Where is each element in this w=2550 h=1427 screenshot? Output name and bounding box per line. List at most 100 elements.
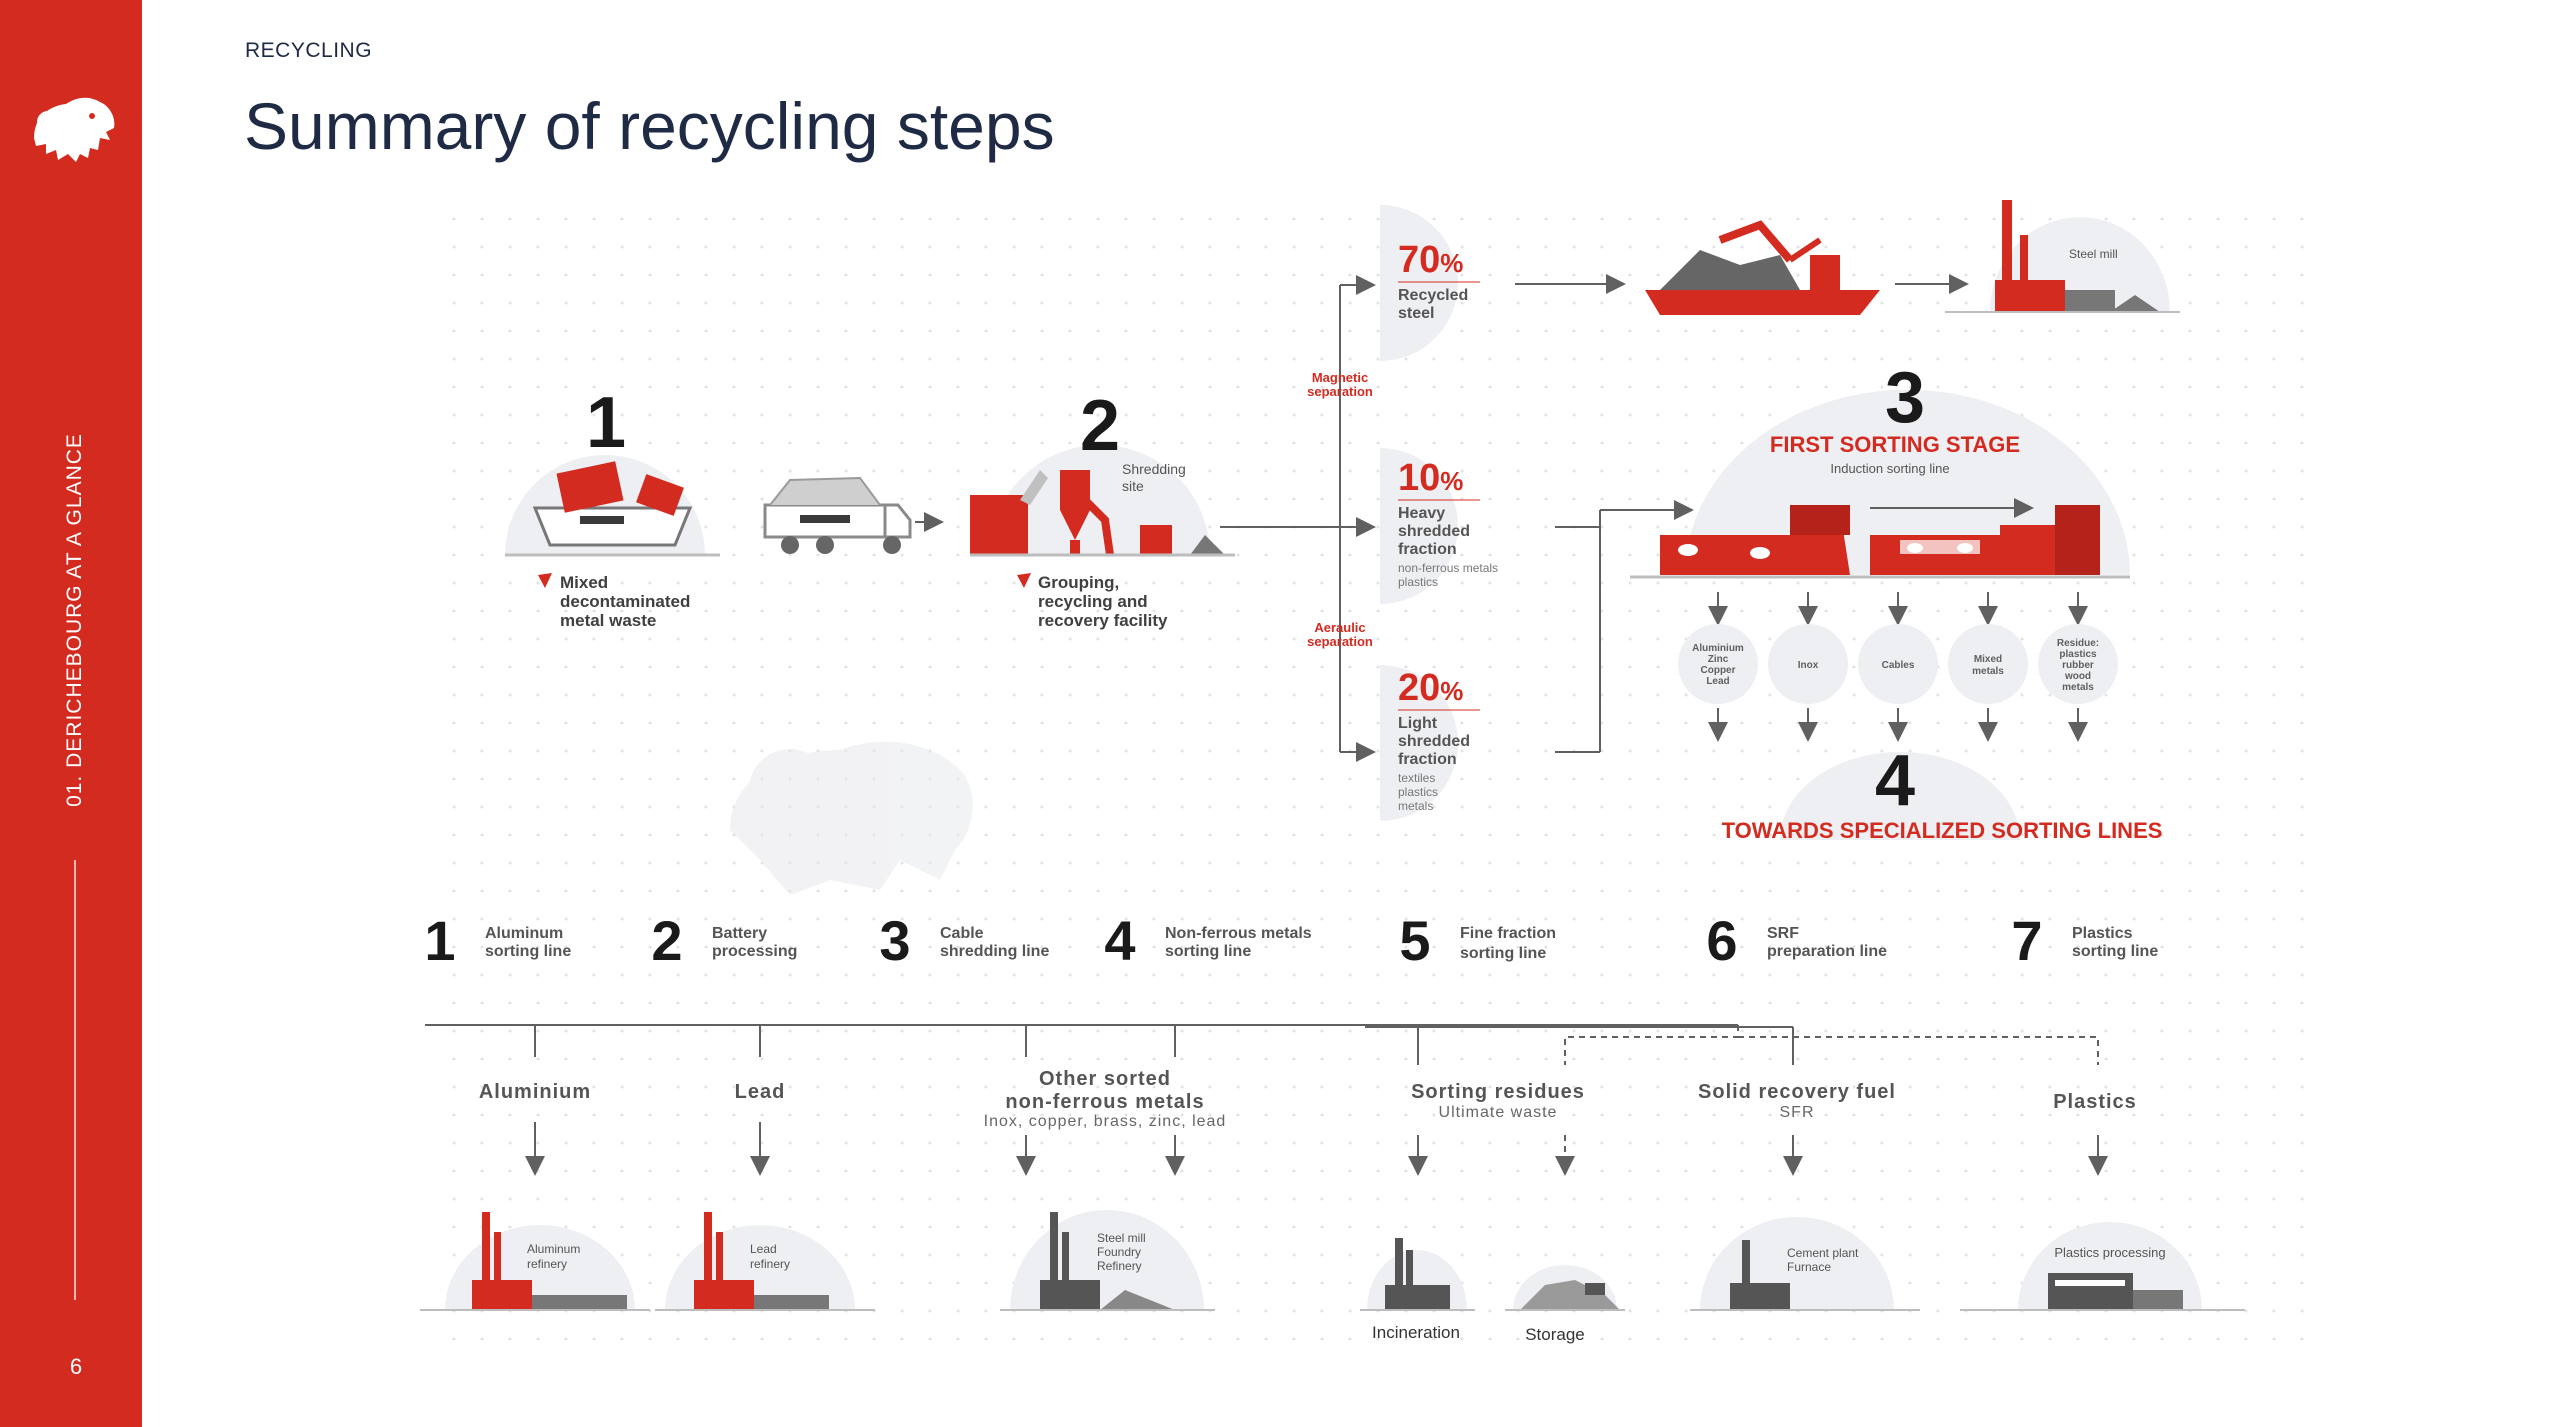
magnetic-label-line1: Magnetic [1312, 370, 1368, 385]
step2-label-line1: Grouping, [1038, 573, 1119, 592]
fraction-10-label-line3: fraction [1398, 541, 1457, 558]
step1-label-line2: decontaminated [560, 592, 690, 611]
fraction-20-sub-line1: textiles [1398, 771, 1435, 785]
storage-label: Storage [1525, 1325, 1585, 1344]
steel-facility-label-line3: Refinery [1097, 1259, 1142, 1273]
chimney-icon [704, 1212, 712, 1282]
fraction-70: 70% Recycled steel [1380, 205, 1480, 361]
incineration-label: Incineration [1372, 1323, 1460, 1342]
aeraulic-label-line1: Aeraulic [1314, 620, 1365, 635]
bubble4-line1: Mixed [1974, 654, 2002, 665]
line3-label-l2: shredding line [940, 943, 1049, 960]
fraction-20-label-line1: Light [1398, 715, 1438, 732]
storage-facility: Storage [1505, 1265, 1625, 1344]
output-residues-sub: Ultimate waste [1439, 1104, 1558, 1121]
plastics-processing-plant: Plastics processing [1960, 1222, 2245, 1311]
line2-number: 2 [651, 909, 682, 972]
fraction-to-step3-connector [1555, 500, 1694, 753]
fraction-70-value: 70% [1398, 239, 1463, 281]
magnetic-label-line2: separation [1307, 384, 1373, 399]
chimney-icon [1395, 1238, 1403, 1288]
cement-plant-label-line1: Cement plant [1787, 1246, 1859, 1260]
line1-number: 1 [424, 909, 455, 972]
step4-group: 4 TOWARDS SPECIALIZED SORTING LINES [1722, 741, 2163, 843]
fraction-70-label-line2: steel [1398, 305, 1434, 322]
landfill-icon [1520, 1280, 1620, 1310]
fraction-10-label-line2: shredded [1398, 523, 1470, 540]
fraction-20-value: 20% [1398, 667, 1463, 709]
bubble5-line2: plastics [2059, 649, 2097, 660]
line1-label-l1: Aluminum [485, 925, 563, 942]
fraction-20-sub-line2: plastics [1398, 785, 1438, 799]
section-label: RECYCLING [245, 39, 373, 62]
bubble5-line5: metals [2062, 682, 2094, 693]
line3-label-l1: Cable [940, 925, 984, 942]
boar-watermark-icon [730, 741, 973, 895]
cement-plant-label-line2: Furnace [1787, 1260, 1831, 1274]
step3-number: 3 [1885, 358, 1925, 438]
factory-icon [694, 1280, 754, 1310]
step3-subtitle: Induction sorting line [1830, 461, 1949, 476]
step2-number: 2 [1080, 386, 1120, 466]
fraction-20: 20% Light shredded fraction textiles pla… [1380, 665, 1480, 821]
step4-title: TOWARDS SPECIALIZED SORTING LINES [1722, 818, 2163, 843]
chimney-icon [482, 1212, 490, 1282]
output-srf-label: Solid recovery fuel [1698, 1081, 1896, 1103]
bullet-icon [538, 573, 552, 588]
chimney-icon [1050, 1212, 1058, 1282]
step3-title: FIRST SORTING STAGE [1770, 432, 2020, 457]
step2-group: 2 Shredding site Grouping, recycling and… [970, 386, 1235, 630]
output-other-label-line2: non-ferrous metals [1005, 1091, 1204, 1113]
line7-label-l2: sorting line [2072, 943, 2158, 960]
bullet-icon [1017, 573, 1031, 588]
shredding-site-label-line2: site [1122, 478, 1144, 494]
factory-icon [1995, 280, 2065, 312]
line3-number: 3 [879, 909, 910, 972]
steel-mill-foundry-refinery: Steel mill Foundry Refinery [1000, 1210, 1215, 1311]
aluminum-refinery: Aluminum refinery [420, 1212, 650, 1311]
lead-refinery-label-line2: refinery [750, 1257, 790, 1271]
factory-icon [1040, 1280, 1100, 1310]
page-number: 6 [69, 1354, 83, 1379]
output-plastics-label: Plastics [2053, 1091, 2137, 1113]
line4-number: 4 [1104, 909, 1135, 972]
bubble5-line1: Residue: [2057, 638, 2099, 649]
fraction-10-value: 10% [1398, 457, 1463, 499]
factory-icon [1730, 1283, 1790, 1310]
output-lead-label: Lead [735, 1081, 786, 1103]
lead-refinery: Lead refinery [655, 1212, 875, 1311]
line6-number: 6 [1706, 909, 1737, 972]
fraction-70-label-line1: Recycled [1398, 287, 1468, 304]
cement-plant: Cement plant Furnace [1690, 1217, 1920, 1311]
line2-label-l1: Battery [712, 925, 767, 942]
fraction-20-label-line2: shredded [1398, 733, 1470, 750]
aeraulic-label-line2: separation [1307, 634, 1373, 649]
step1-number: 1 [586, 383, 626, 463]
step1-label-line1: Mixed [560, 573, 608, 592]
line5-number: 5 [1399, 909, 1430, 972]
steel-facility-label-line2: Foundry [1097, 1245, 1141, 1259]
steel-facility-label-line1: Steel mill [1097, 1231, 1146, 1245]
factory-icon [472, 1280, 532, 1310]
bubble4-line2: metals [1972, 666, 2004, 677]
page-title: Summary of recycling steps [244, 89, 1055, 163]
shredder-icon [970, 470, 1225, 556]
ship-icon [1645, 220, 1880, 315]
step2-label-line2: recycling and [1038, 592, 1148, 611]
bubble1-line1: Aluminium [1692, 643, 1744, 654]
output-residues-label: Sorting residues [1411, 1081, 1585, 1103]
bubble1-line2: Zinc [1708, 654, 1729, 665]
fraction-10: 10% Heavy shredded fraction non-ferrous … [1380, 448, 1498, 604]
specialized-lines-row: 1 Aluminum sorting line 2 Battery proces… [424, 909, 2158, 972]
steel-mill-top: Steel mill [1945, 200, 2180, 313]
truck-icon [763, 476, 912, 554]
output-tree-connectors [425, 1024, 2108, 1176]
shredding-site-label-line1: Shredding [1122, 461, 1186, 477]
line5-label-l1: Fine fraction [1460, 925, 1556, 942]
factory-icon [2048, 1273, 2133, 1310]
line6-label-l2: preparation line [1767, 943, 1887, 960]
line4-label-l2: sorting line [1165, 943, 1251, 960]
fraction-10-sub-line1: non-ferrous metals [1398, 561, 1498, 575]
steel-mill-label: Steel mill [2069, 247, 2118, 261]
